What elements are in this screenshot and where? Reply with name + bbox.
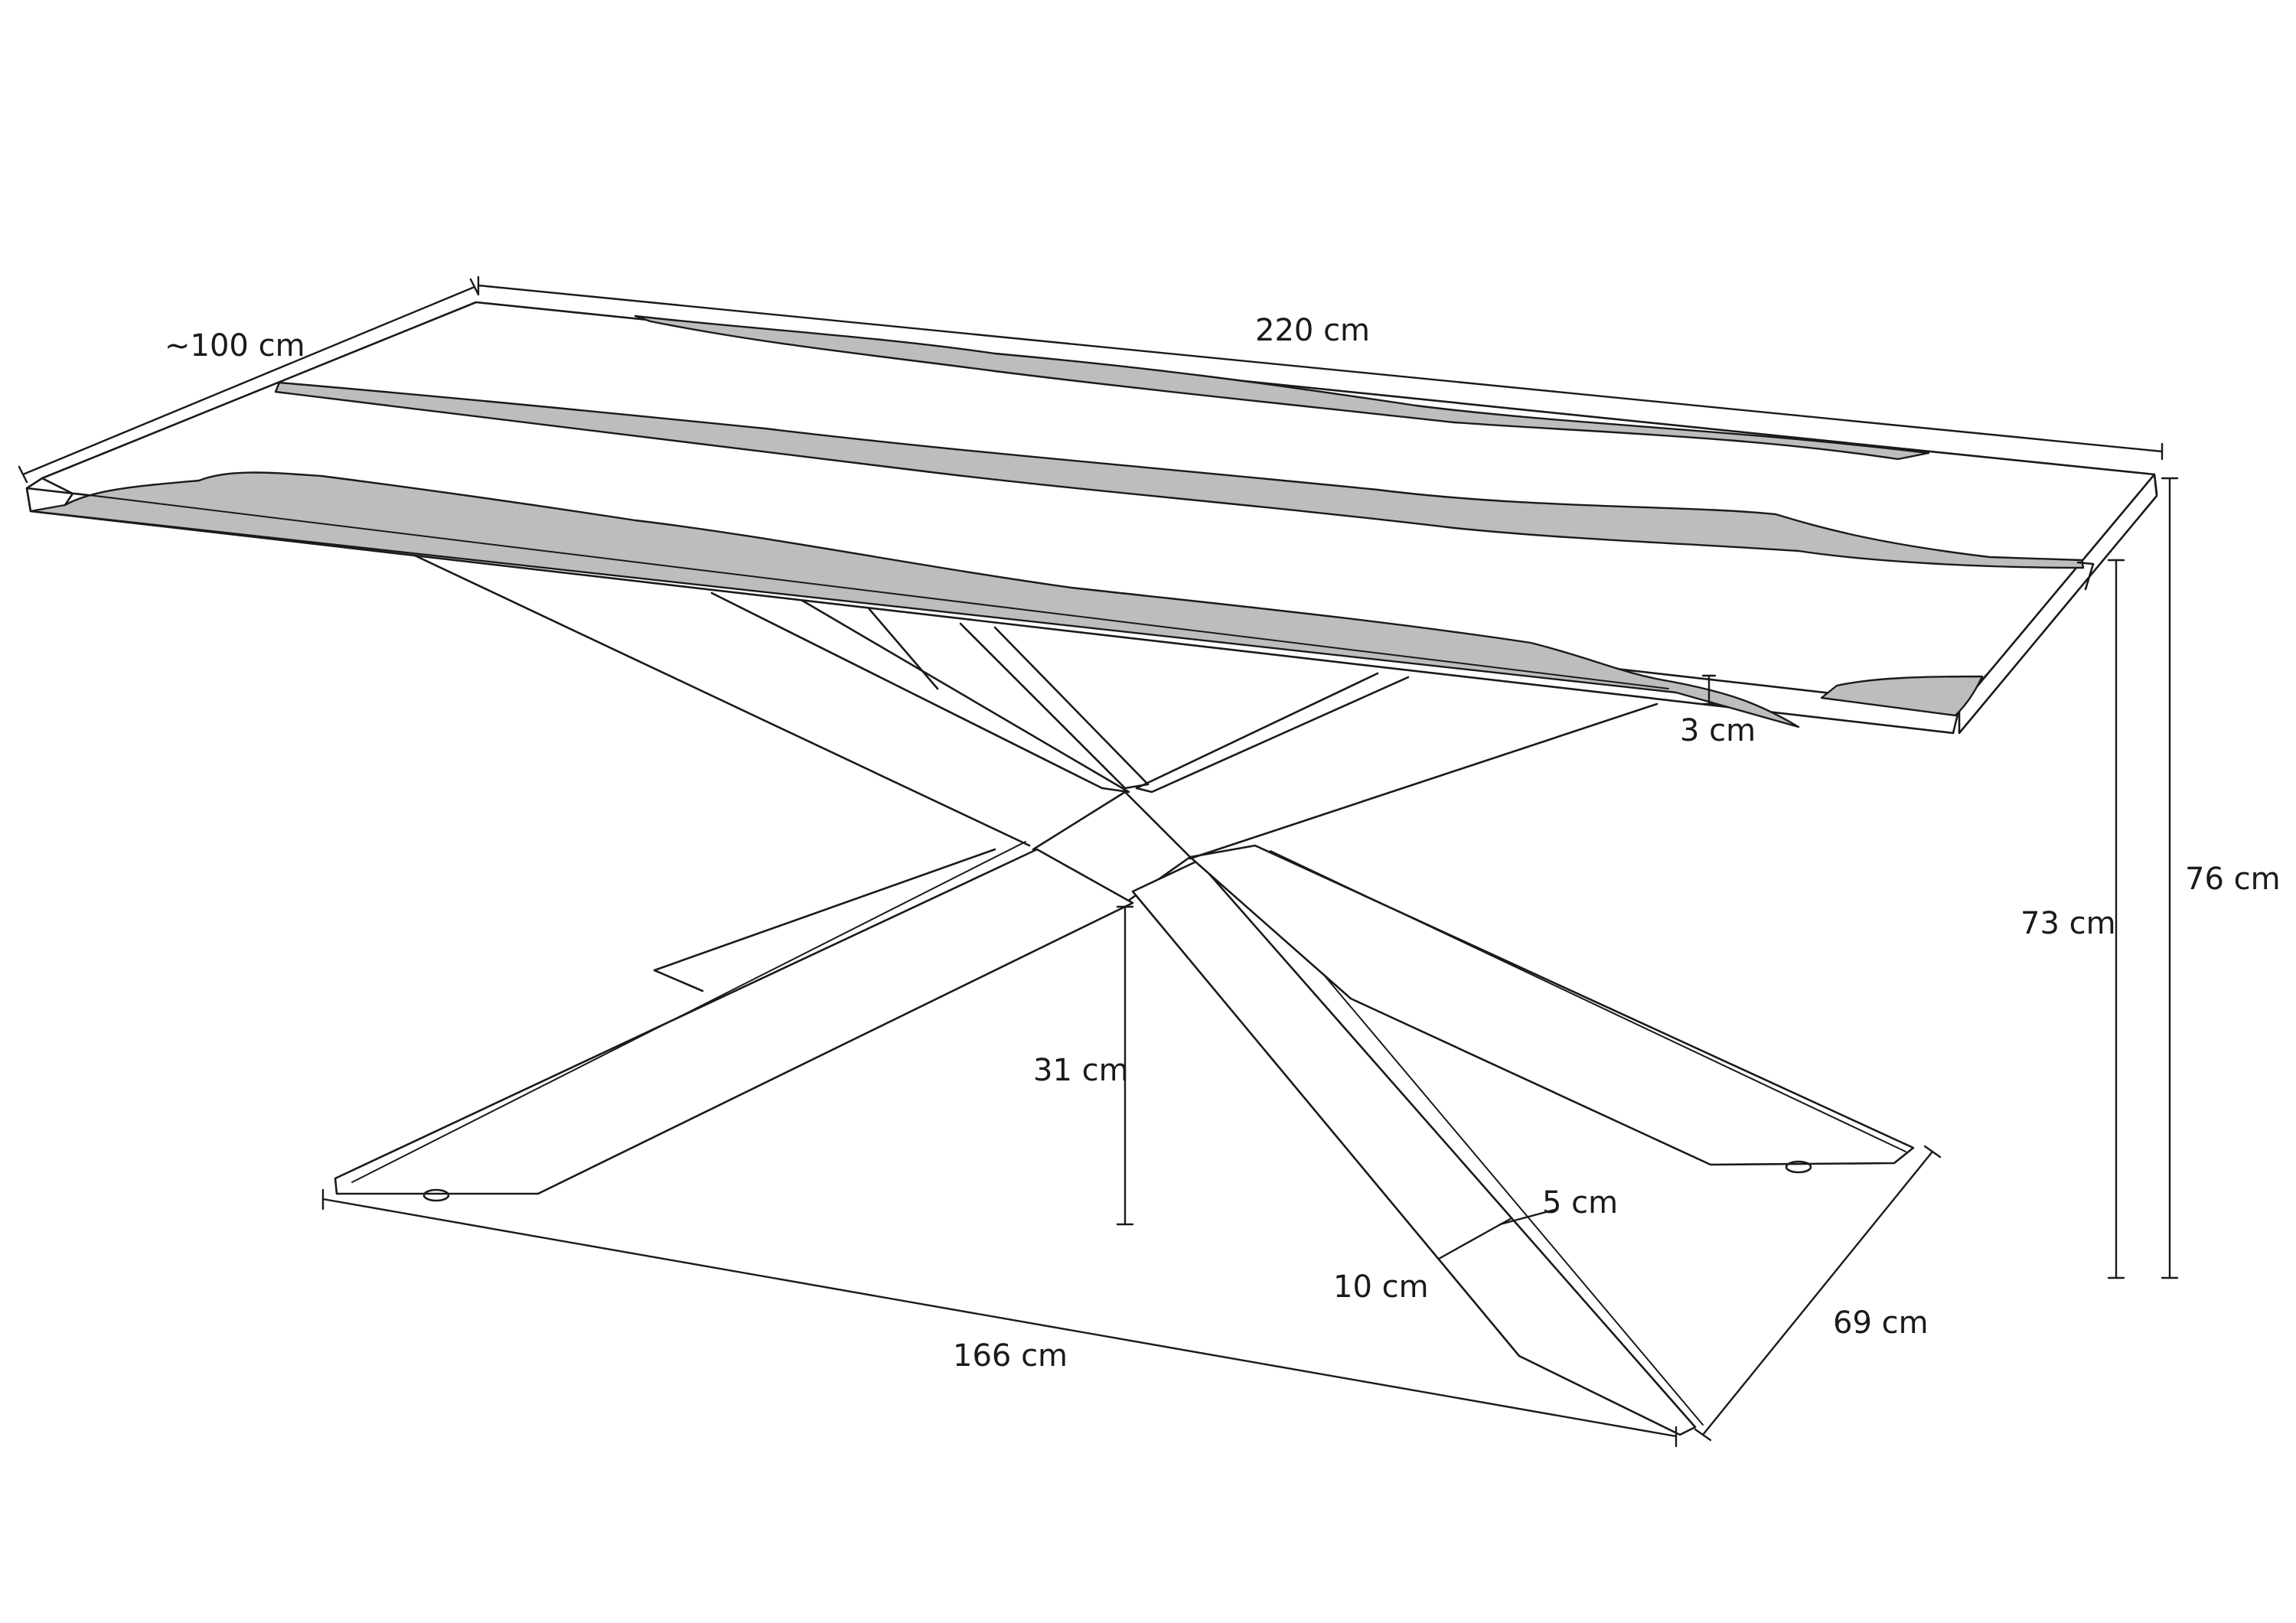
resin-river-right-tail — [1820, 675, 1984, 717]
tabletop — [25, 301, 2158, 735]
leg-back-right — [1189, 844, 1915, 1166]
label-width: ~100 cm — [165, 328, 305, 363]
strut-upper-mid — [710, 592, 1130, 794]
label-base-depth: 69 cm — [1833, 1305, 1929, 1341]
leg-back-left — [653, 848, 996, 992]
strut-upper-right — [1135, 672, 1410, 794]
leg-front-right — [1131, 859, 1697, 1436]
foot-front-left — [422, 1188, 450, 1202]
resin-river-middle — [274, 381, 2085, 569]
strut-upper-center — [867, 607, 939, 690]
resin-river-front — [29, 471, 1800, 728]
label-base-length: 166 cm — [953, 1338, 1068, 1374]
tabletop-right-edge — [1958, 473, 2158, 735]
strut-upper-far-right — [1189, 702, 1658, 860]
dimension-lines — [18, 275, 2179, 1448]
label-leg-thickness: 5 cm — [1542, 1185, 1618, 1221]
strut-upper-center-2 — [959, 622, 1150, 790]
label-leg-clearance: 31 cm — [1033, 1053, 1129, 1088]
label-leg-height: 73 cm — [2020, 906, 2116, 941]
strut-upper-left — [412, 553, 1031, 847]
resin-river-back — [634, 314, 1930, 461]
spider-leg-base — [334, 553, 1915, 1436]
label-total-height: 76 cm — [2185, 862, 2281, 897]
label-length: 220 cm — [1255, 313, 1370, 348]
leg-front-left — [334, 848, 1134, 1195]
label-top-thickness: 3 cm — [1680, 713, 1756, 748]
label-leg-width: 10 cm — [1333, 1269, 1429, 1305]
foot-back-right — [1785, 1160, 1812, 1174]
